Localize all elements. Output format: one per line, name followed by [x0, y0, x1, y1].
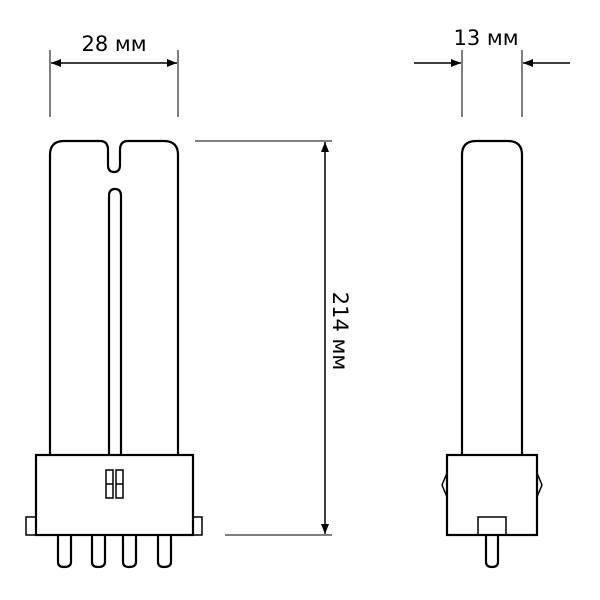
front-tab-left — [25, 516, 37, 536]
side-bump-right — [536, 472, 543, 498]
height-dimension-label: 214 мм — [328, 292, 352, 370]
front-base — [34, 453, 195, 537]
pin — [90, 535, 107, 569]
side-pin — [484, 535, 500, 569]
side-bump-left — [441, 472, 448, 498]
front-tube-outline — [48, 139, 180, 455]
side-base — [445, 453, 539, 537]
pin — [56, 535, 73, 569]
width-dimension-label: 28 мм — [81, 32, 146, 56]
side-tube-outline — [460, 139, 524, 455]
front-tab-right — [192, 516, 203, 536]
side-key — [477, 516, 507, 536]
pin — [121, 535, 138, 569]
pin — [156, 535, 173, 569]
front-tube-slot — [107, 187, 123, 455]
depth-dimension-label: 13 мм — [453, 26, 518, 50]
